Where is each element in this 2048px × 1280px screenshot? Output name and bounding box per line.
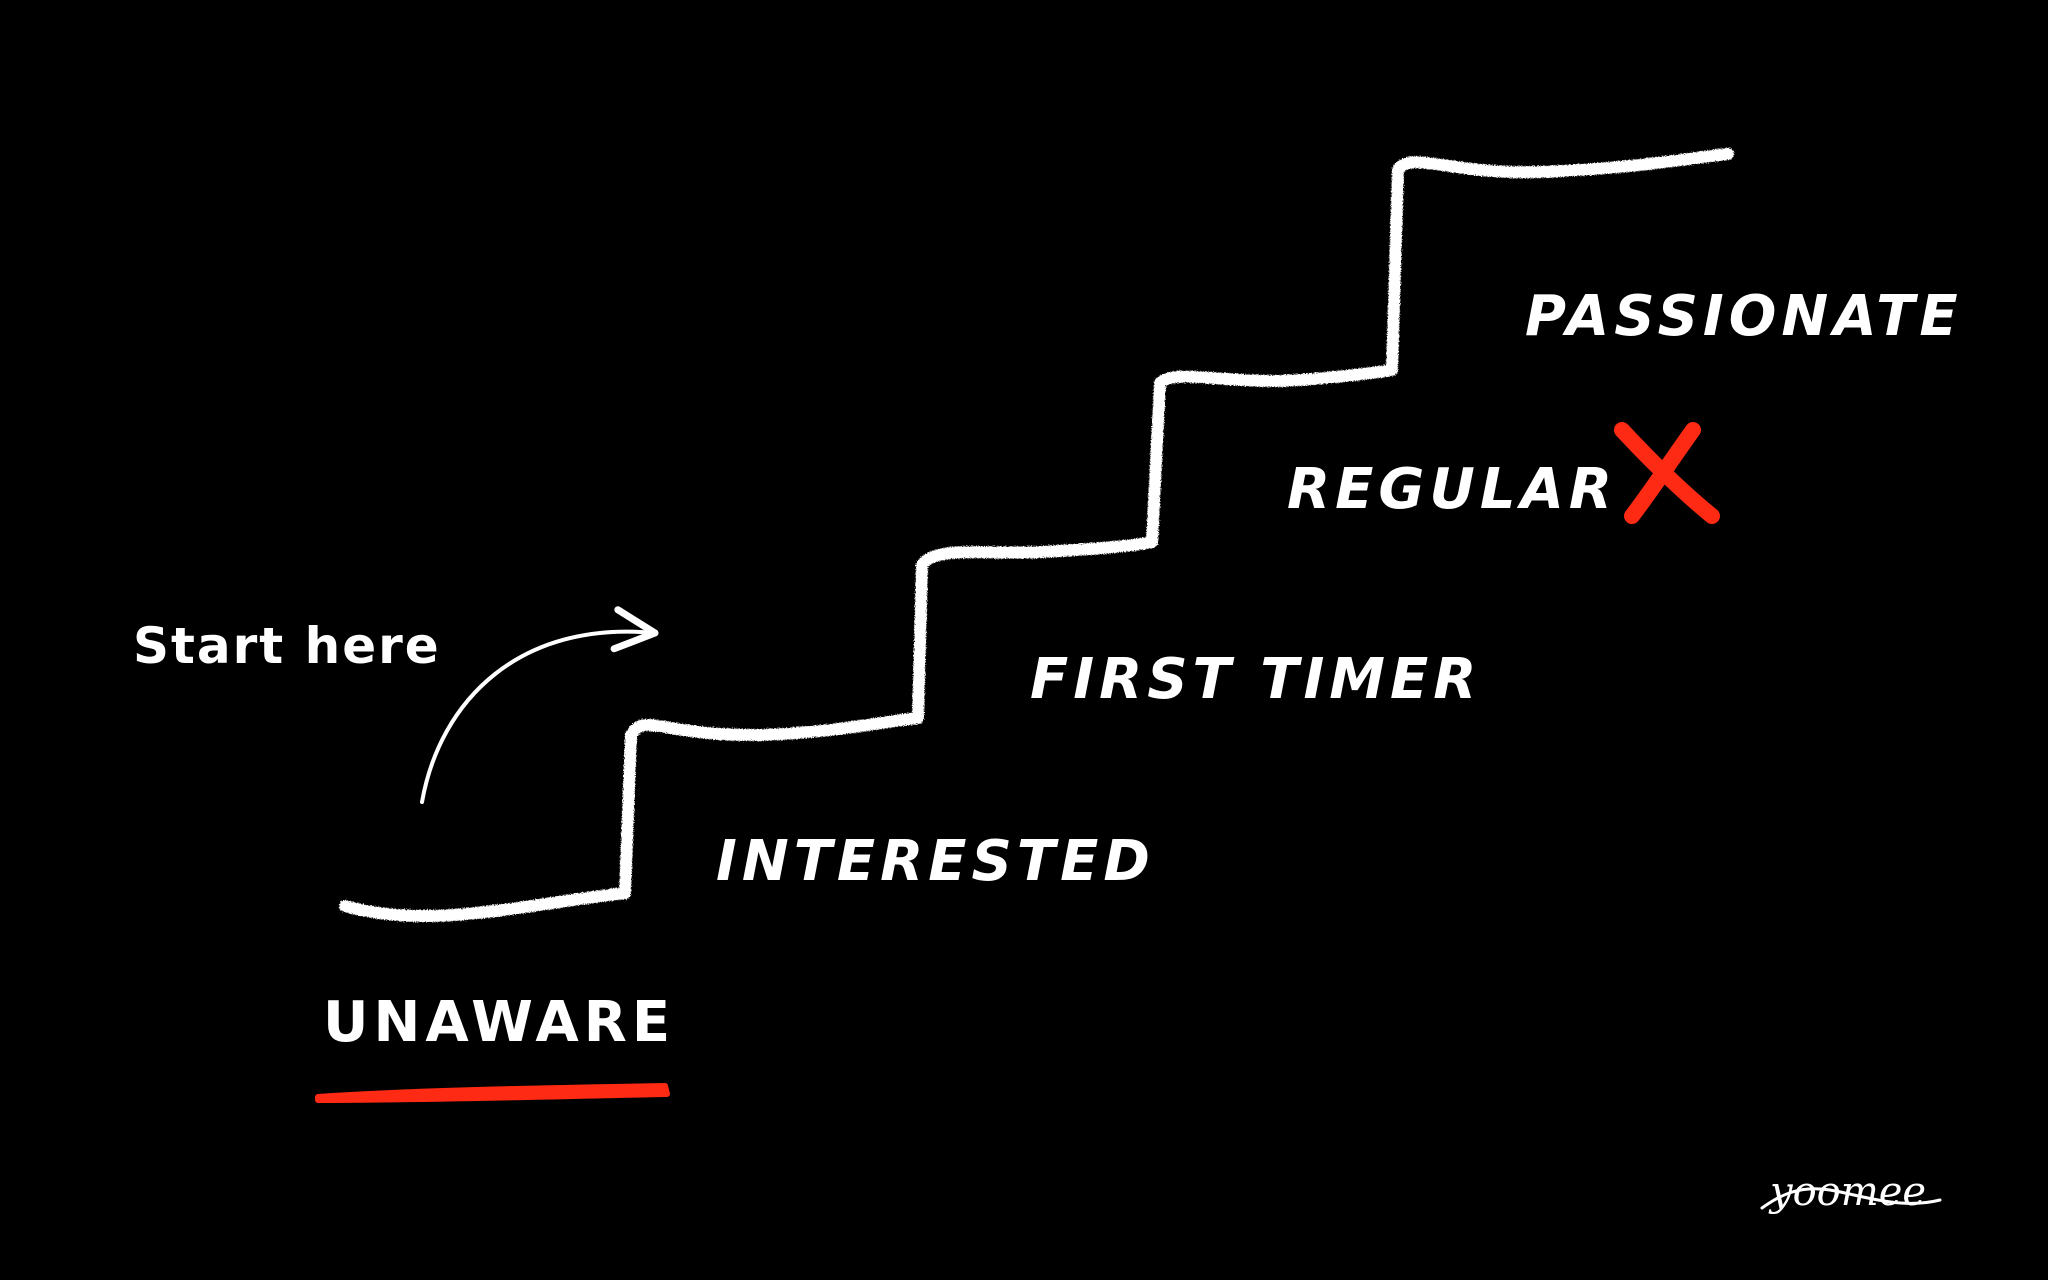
stage-label-first-timer: FIRST TIMER — [1030, 647, 1481, 712]
stage-label-regular: REGULAR — [1287, 457, 1617, 522]
stage-label-interested: INTERESTED — [716, 829, 1155, 894]
stage-label-unaware: UNAWARE — [323, 990, 675, 1055]
start-arrow — [420, 606, 659, 804]
stage-label-passionate: PASSIONATE — [1525, 284, 1963, 349]
yoomee-logo-icon: yoomee — [1760, 1169, 1942, 1215]
unaware-underline — [315, 1083, 670, 1103]
cross-marker-icon — [1614, 422, 1720, 524]
start-label: Start here — [133, 617, 441, 675]
staircase-line — [339, 148, 1734, 923]
